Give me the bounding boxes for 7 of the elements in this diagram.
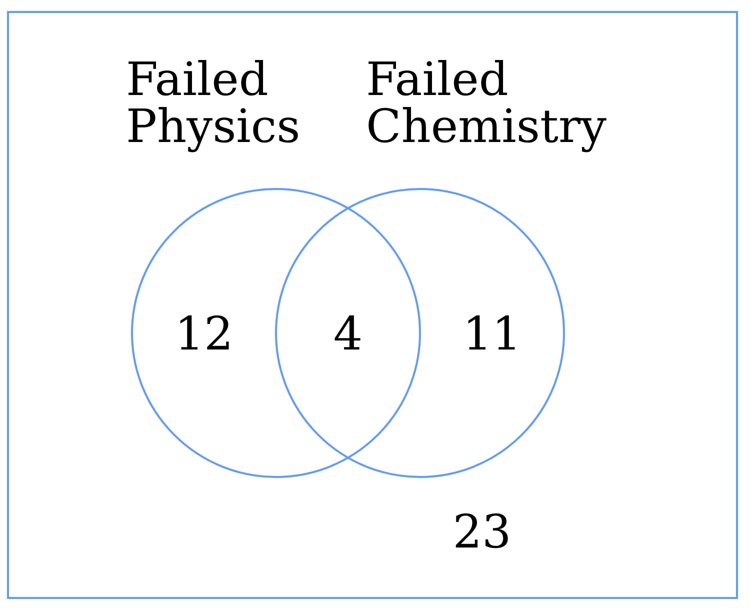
count-value: 12 xyxy=(174,310,234,358)
count-value: 11 xyxy=(462,310,522,358)
count-value: 23 xyxy=(452,508,512,556)
set-title: Failed Physics xyxy=(126,56,300,150)
universal-set-frame xyxy=(7,11,738,599)
set-title: Failed Chemistry xyxy=(366,56,606,150)
count-value: 4 xyxy=(333,310,363,358)
